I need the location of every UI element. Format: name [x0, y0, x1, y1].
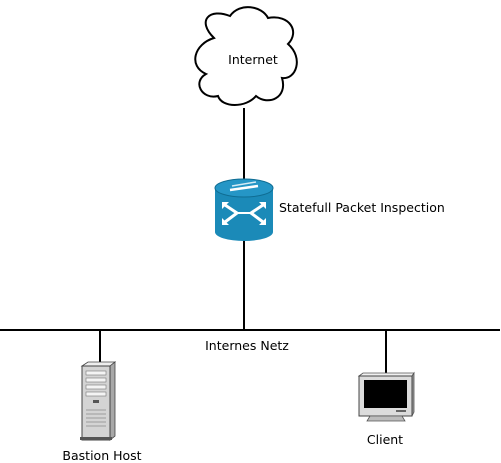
network-label: Internes Netz	[205, 338, 289, 353]
monitor-icon	[357, 371, 415, 422]
cloud-icon	[194, 6, 298, 106]
server-tower-icon	[80, 361, 117, 441]
bastion-host-label: Bastion Host	[62, 448, 141, 463]
client-label: Client	[367, 432, 403, 447]
router-switch-icon	[214, 178, 274, 241]
firewall-label: Statefull Packet Inspection	[279, 200, 445, 215]
internet-label: Internet	[228, 52, 278, 67]
